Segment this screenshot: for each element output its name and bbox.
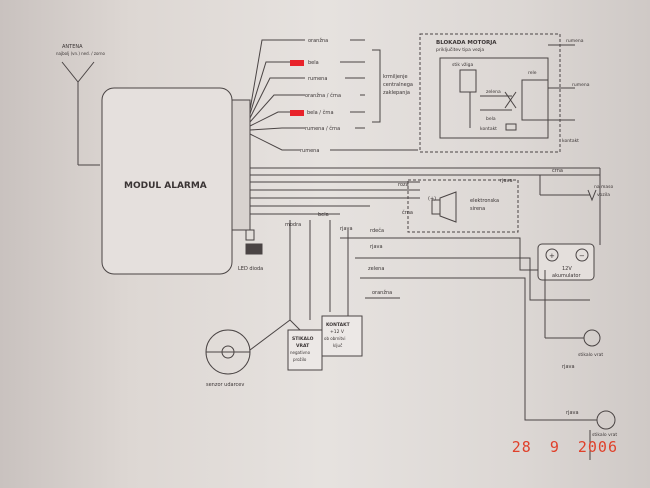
left-wire-blue: modra bbox=[285, 222, 301, 228]
siren-line1: elektronska bbox=[470, 198, 499, 204]
wire-label-7: rumena bbox=[300, 148, 319, 154]
sensor-label: senzor udarcev bbox=[206, 382, 244, 388]
date-month: 9 bbox=[549, 438, 560, 456]
relay-icon bbox=[521, 79, 549, 121]
engine-wire-white: bela bbox=[486, 116, 496, 122]
relay-label: rele bbox=[528, 70, 537, 76]
battery-icon bbox=[537, 243, 595, 281]
battery-plus: + bbox=[549, 252, 555, 260]
ignition-contact-box bbox=[321, 315, 363, 357]
contact-box-line3: ob obrnitvi bbox=[324, 336, 346, 341]
ignition-switch-icon bbox=[459, 69, 477, 93]
siren-icon bbox=[439, 191, 457, 223]
siren-wire-pink: roza bbox=[398, 182, 409, 188]
left-wire-brown: rjava bbox=[370, 244, 383, 250]
door-switch-icon-2 bbox=[596, 410, 616, 430]
engine-outside-top: rumena bbox=[566, 38, 584, 44]
engine-wire-green: zelena bbox=[486, 89, 501, 95]
led-label: LED dioda bbox=[238, 266, 263, 272]
battery-line1: 12V bbox=[562, 266, 572, 272]
siren-line2: sirena bbox=[470, 206, 485, 212]
door-switch-wire: rjava bbox=[562, 364, 575, 370]
wire-label-4: oranžna / črna bbox=[305, 92, 341, 99]
contact-box-line1: KONTAKT bbox=[326, 322, 351, 328]
battery-line2: akumulator bbox=[552, 273, 581, 279]
wire-label-6: rumena / črna bbox=[305, 125, 340, 132]
switch-box-line3: negativno bbox=[290, 350, 311, 355]
door-switch-2-label: stikalo vrat bbox=[592, 432, 617, 438]
ground-label-2: vozila bbox=[597, 192, 610, 198]
switch-box-line4: prožilo bbox=[293, 357, 307, 362]
cut-scissors-icon bbox=[504, 91, 517, 109]
ignition-switch-label: stik vžiga bbox=[452, 61, 474, 68]
red-marker-2 bbox=[290, 110, 304, 116]
siren-wire-brown: rjava bbox=[500, 178, 513, 184]
left-wire-white: bela bbox=[318, 212, 329, 218]
contact-box-line2: +12 V bbox=[330, 329, 345, 335]
engine-contact-label: kontakt bbox=[480, 126, 497, 132]
wire-label-2: bela bbox=[308, 60, 319, 66]
module-title: MODUL ALARMA bbox=[124, 181, 207, 191]
engine-outside-bottom: kontakt bbox=[562, 138, 579, 144]
date-year: 2006 bbox=[577, 438, 618, 456]
date-stamp: 28 9 2006 bbox=[512, 438, 626, 456]
central-lock-line2: centralnega bbox=[383, 82, 413, 88]
contact-box-line4: ključ bbox=[333, 343, 342, 348]
left-wire-orange: oranžna bbox=[372, 289, 392, 296]
switch-box-line2: VRAT bbox=[296, 343, 310, 349]
engine-outside-mid: rumena bbox=[572, 82, 590, 88]
date-day: 28 bbox=[511, 438, 532, 456]
door-switch-box bbox=[287, 329, 323, 371]
wire-label-1: oranžna bbox=[308, 37, 328, 44]
led-icon bbox=[245, 243, 263, 255]
siren-box bbox=[407, 179, 519, 233]
switch-box-line1: STIKALO bbox=[292, 336, 314, 342]
central-lock-line1: krmiljenje bbox=[383, 74, 408, 80]
siren-plus: (+) bbox=[428, 196, 436, 202]
engine-block-panel bbox=[419, 33, 561, 153]
ground-label-1: na maso bbox=[594, 185, 614, 190]
door-switch-icon bbox=[583, 329, 601, 347]
antenna-label: ANTENA bbox=[62, 44, 83, 50]
left-wire-brown-2: rjava bbox=[340, 226, 353, 232]
connector-block bbox=[231, 99, 251, 231]
engine-block-title: BLOKADA MOTORJA bbox=[436, 40, 497, 46]
wire-label-5: bela / črna bbox=[307, 109, 334, 116]
door-switch-label: stikalo vrat bbox=[578, 352, 603, 358]
engine-block-subtitle: priključitev tipa vezja bbox=[436, 46, 484, 53]
wire-label-3: rumena bbox=[308, 76, 327, 82]
battery-minus: − bbox=[579, 252, 585, 260]
right-wire-black: črna bbox=[552, 167, 563, 174]
left-wire-green: zelena bbox=[368, 266, 384, 272]
central-lock-line3: zaklepanja bbox=[383, 90, 410, 96]
antenna-sub-label: najbolj (vn.) ned. / zorno bbox=[56, 51, 105, 56]
antenna-icon bbox=[61, 61, 95, 83]
door-switch-2-wire: rjava bbox=[566, 410, 579, 416]
left-wire-red: rdeča bbox=[370, 227, 384, 234]
siren-wire-black: črna bbox=[402, 209, 413, 216]
red-marker-1 bbox=[290, 60, 304, 66]
